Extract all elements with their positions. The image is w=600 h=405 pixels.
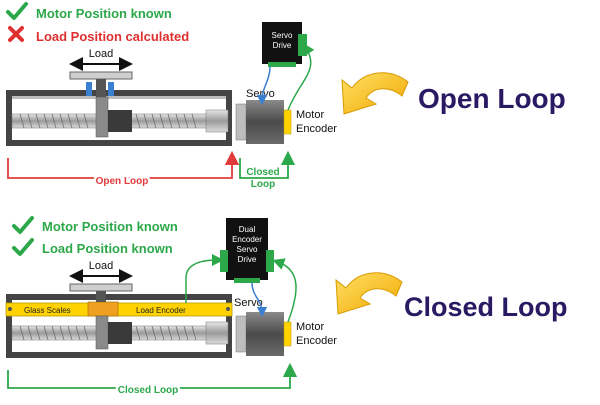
motor-encoder — [283, 109, 292, 135]
encoder-feedback-wire — [272, 258, 297, 323]
load-label: Load — [89, 260, 113, 272]
motor-power-wire — [251, 282, 268, 318]
check-icon — [12, 238, 34, 256]
servo-label: Servo — [234, 297, 263, 309]
closed-loop-path — [7, 362, 298, 389]
encoder-label: Encoder — [296, 123, 337, 135]
motor-power-wire — [256, 66, 271, 106]
status-load-calculated: Load Position calculated — [8, 26, 189, 44]
servo-drive: Servo Drive — [262, 22, 307, 67]
coupling — [205, 321, 229, 345]
closed-loop-label-line2: Loop — [251, 179, 275, 190]
servo-label: Servo — [246, 88, 275, 100]
motor-label: Motor — [296, 109, 324, 121]
status-text: Load Position calculated — [36, 29, 189, 44]
glass-scales-label: Glass Scales — [24, 306, 71, 315]
open-loop-section: Motor Position known Load Position calcu… — [6, 2, 566, 190]
closed-loop-section: Motor Position known Load Position known… — [5, 216, 568, 399]
pointer-arrow-icon — [335, 272, 403, 315]
drive-label-line2: Drive — [273, 41, 292, 50]
load-direction-arrow: Load — [69, 260, 133, 283]
dual-encoder-servo-drive: Dual Encoder Servo Drive — [220, 218, 274, 283]
load-direction-arrow: Load — [69, 48, 133, 71]
servo-motor: Servo Motor Encoder — [235, 88, 337, 144]
closed-loop-label-line1: Closed — [246, 167, 279, 178]
check-icon — [6, 2, 28, 20]
load-label: Load — [89, 48, 113, 60]
open-loop-title: Open Loop — [418, 83, 566, 114]
status-motor-known: Motor Position known — [6, 2, 172, 21]
servo-motor: Servo Motor Encoder — [234, 297, 337, 356]
glass-scale: Glass Scales Load Encoder — [5, 301, 233, 317]
closed-loop-title: Closed Loop — [404, 292, 568, 322]
status-text: Load Position known — [42, 241, 173, 256]
encoder-label: Encoder — [296, 335, 337, 347]
load-encoder-head — [87, 301, 119, 317]
check-icon — [12, 216, 34, 234]
encoder-feedback-wire — [287, 42, 315, 111]
open-loop-path — [7, 150, 240, 179]
load-encoder-label: Load Encoder — [136, 306, 186, 315]
motor-encoder — [283, 321, 292, 347]
load-carriage — [69, 283, 133, 350]
open-loop-label: Open Loop — [96, 176, 149, 187]
drive-label-line1: Servo — [272, 31, 293, 40]
coupling — [205, 109, 229, 133]
drive-label-line4: Drive — [238, 255, 257, 264]
status-load-known: Load Position known — [12, 238, 173, 256]
drive-label-line3: Servo — [237, 245, 258, 254]
closed-loop-path — [239, 150, 296, 179]
pointer-arrow-icon — [341, 72, 409, 115]
status-motor-known: Motor Position known — [12, 216, 178, 234]
linear-stage-frame — [6, 90, 232, 146]
load-carriage — [69, 71, 133, 138]
motor-label: Motor — [296, 321, 324, 333]
drive-label-line1: Dual — [239, 225, 256, 234]
status-text: Motor Position known — [36, 6, 172, 21]
linear-stage-frame — [6, 294, 232, 358]
status-text: Motor Position known — [42, 219, 178, 234]
cross-icon — [8, 26, 24, 42]
load-encoder-wire — [185, 254, 224, 303]
closed-loop-label: Closed Loop — [118, 385, 179, 396]
drive-label-line2: Encoder — [232, 235, 262, 244]
